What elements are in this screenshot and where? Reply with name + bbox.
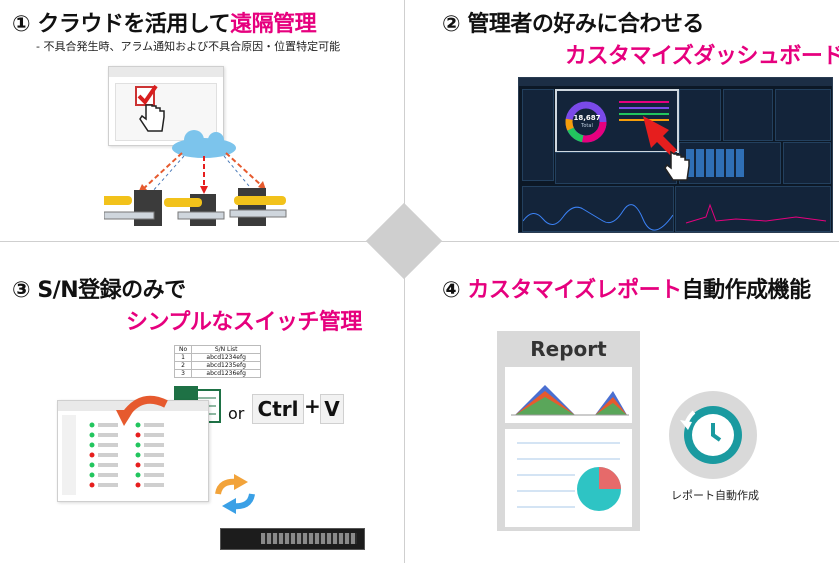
sn-list-table: No S/N List 1 abcd1234efg 2 abcd1235efg …: [173, 345, 262, 378]
check-mark-icon: [137, 84, 158, 106]
building-icon: [134, 190, 162, 226]
table-cell: 2: [173, 361, 193, 370]
table-cell: abcd1235efg: [191, 361, 262, 370]
auto-report-clock-icon: [669, 391, 757, 479]
ctrl-key: Ctrl: [252, 394, 304, 424]
section1-title-accent: 遠隔管理: [230, 12, 317, 37]
v-key: V: [320, 394, 344, 424]
table-row: 2 abcd1235efg: [173, 361, 262, 370]
switch-list: [89, 422, 164, 488]
section4-title-text: 自動作成機能: [681, 278, 812, 303]
donut-label: Total: [581, 123, 593, 129]
report-pie-section: [505, 429, 632, 527]
table-header: S/N List: [191, 345, 262, 354]
cloud-icon: [172, 138, 236, 158]
remote-management-illustration: [104, 84, 287, 226]
report-title: Report: [530, 337, 607, 361]
section4-title-accent: カスタマイズレポート: [467, 278, 682, 303]
section4-number: ④: [442, 278, 461, 303]
switch-device-icon: [104, 196, 132, 205]
donut-chart: [565, 101, 607, 143]
donut-value: 18,687: [573, 114, 601, 122]
section1-note: - 不具合発生時、アラム通知および不具合原因・位置特定可能: [36, 40, 341, 53]
table-cell: abcd1236efg: [191, 369, 262, 378]
import-arrow-icon: [116, 395, 168, 426]
table-header: No: [173, 345, 193, 354]
table-header-row: No S/N List: [173, 345, 262, 354]
table-cell: 3: [173, 369, 193, 378]
table-row: 1 abcd1234efg: [173, 353, 262, 362]
checkbox-icon: [135, 86, 155, 106]
section1-title-text: クラウドを活用して: [37, 12, 231, 37]
section1-title: ① クラウドを活用して遠隔管理: [12, 6, 317, 38]
section3-title: ③ S/N登録のみで: [12, 272, 186, 304]
custom-dashboard-screenshot: 18,687 Total: [518, 77, 833, 233]
registration-window: [57, 400, 209, 502]
table-cell: abcd1234efg: [191, 353, 262, 362]
center-diamond: [365, 202, 443, 280]
vertical-divider: [404, 0, 405, 563]
section4-title: ④ カスタマイズレポート自動作成機能: [442, 272, 811, 304]
table-cell: 1: [173, 353, 193, 362]
section3-subtitle: シンプルなスイッチ管理: [126, 310, 362, 335]
sync-icon: [215, 474, 255, 514]
auto-report-caption: レポート自動作成: [671, 489, 759, 502]
cloud-console-window: [108, 66, 224, 146]
section2-title: ② 管理者の好みに合わせる: [442, 6, 704, 38]
network-switch-icon: [220, 528, 365, 550]
table-row: 3 abcd1236efg: [173, 369, 262, 378]
section2-title-text: 管理者の好みに合わせる: [467, 12, 704, 37]
plus-sign: +: [304, 394, 321, 418]
report-area-chart: [505, 367, 632, 423]
section2-subtitle: カスタマイズダッシュボード: [565, 44, 839, 69]
section3-title-text: S/N登録のみで: [37, 278, 186, 303]
report-preview: Report: [497, 331, 640, 531]
drag-arrow-icon: [643, 116, 690, 181]
section2-number: ②: [442, 12, 461, 37]
section1-number: ①: [12, 12, 31, 37]
or-text: or: [228, 404, 245, 423]
hand-cursor-icon: [139, 104, 165, 132]
hand-cursor-icon: [664, 150, 690, 181]
section3-number: ③: [12, 278, 31, 303]
